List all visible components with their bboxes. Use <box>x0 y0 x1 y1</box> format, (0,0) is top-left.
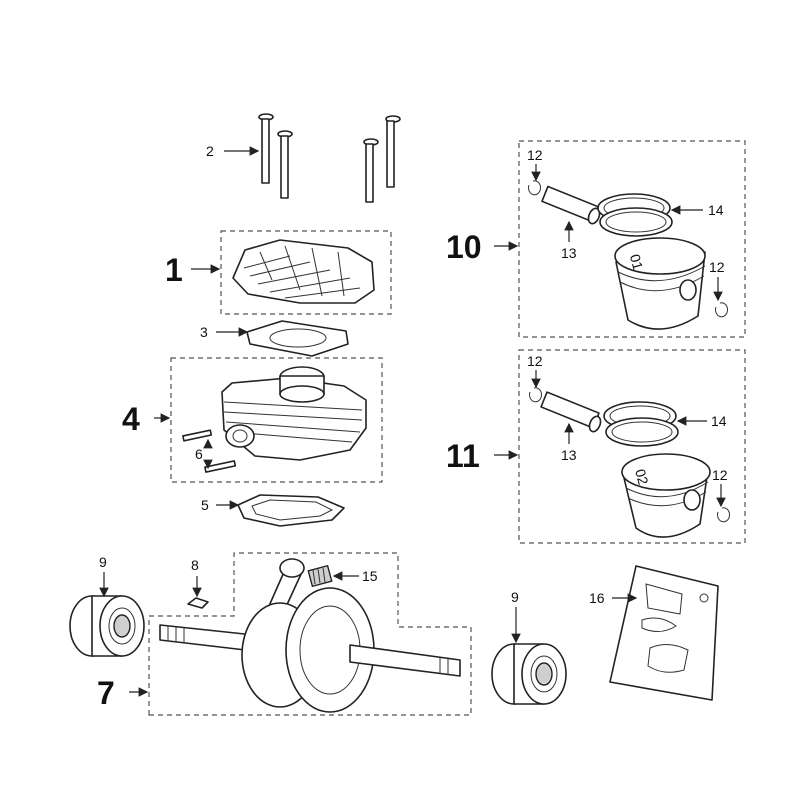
cylinder <box>221 366 367 461</box>
callout-12-d: 12 <box>712 467 728 483</box>
piston-mark: 02 <box>632 467 652 486</box>
circlip <box>528 180 542 196</box>
head-bolts <box>258 113 401 203</box>
callout-14-a: 14 <box>708 202 724 218</box>
small-end-bearing <box>307 564 333 588</box>
callout-4: 4 <box>122 401 140 437</box>
callout-labels: 1 2 3 4 5 6 7 8 9 9 10 11 12 12 12 12 13… <box>97 143 728 711</box>
callout-12-a: 12 <box>527 147 543 163</box>
callout-13-a: 13 <box>561 245 577 261</box>
callout-8: 8 <box>191 557 199 573</box>
callout-12-c: 12 <box>527 353 543 369</box>
base-gasket <box>237 494 345 527</box>
bearing-left <box>69 595 145 657</box>
callout-9-left: 9 <box>99 554 107 570</box>
piston-pin <box>541 185 601 225</box>
callout-11: 11 <box>446 438 480 474</box>
group-box-crankshaft <box>148 552 472 716</box>
piston-rings <box>597 193 673 237</box>
piston: 02 <box>621 453 711 538</box>
piston: 01 <box>614 237 706 330</box>
callout-5: 5 <box>201 497 209 513</box>
gasket-set <box>609 565 719 701</box>
callout-10: 10 <box>446 229 482 265</box>
callout-15: 15 <box>362 568 378 584</box>
crankshaft <box>159 558 461 713</box>
piston-mark: 01 <box>627 252 647 271</box>
callout-6: 6 <box>195 446 203 462</box>
group-box-piston-kit-10 <box>518 140 746 338</box>
group-box-cylinder <box>170 357 383 483</box>
callout-12-b: 12 <box>709 259 725 275</box>
circlip <box>715 302 729 318</box>
callout-3: 3 <box>200 324 208 340</box>
cylinder-studs <box>182 429 237 473</box>
piston-pin <box>540 391 602 433</box>
leader-lines <box>99 146 726 697</box>
group-box-cylinder-head <box>220 230 392 315</box>
callout-2: 2 <box>206 143 214 159</box>
bearing-right <box>491 643 567 705</box>
callout-13-b: 13 <box>561 447 577 463</box>
piston-rings <box>603 401 679 447</box>
piston-kit-11: 02 <box>529 387 731 538</box>
piston-kit-10: 01 <box>528 180 729 330</box>
circlip <box>717 507 731 523</box>
callout-9-right: 9 <box>511 589 519 605</box>
woodruff-key <box>187 597 209 609</box>
group-box-piston-kit-11 <box>518 349 746 544</box>
head-gasket <box>246 320 349 357</box>
callout-7: 7 <box>97 675 115 711</box>
callout-16: 16 <box>589 590 605 606</box>
callout-14-b: 14 <box>711 413 727 429</box>
circlip <box>529 387 543 403</box>
callout-1: 1 <box>165 252 183 288</box>
cylinder-head <box>232 239 375 304</box>
